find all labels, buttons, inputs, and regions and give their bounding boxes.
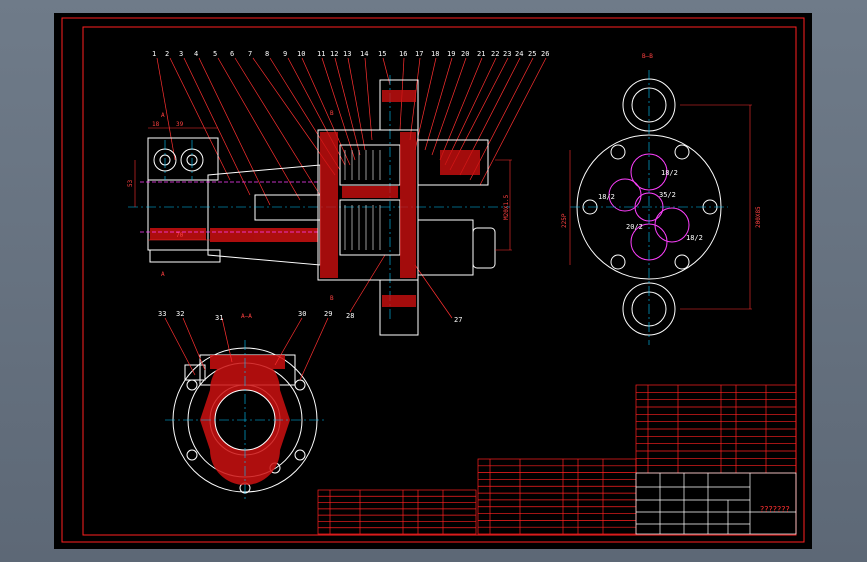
- dimension-lines: [134, 127, 512, 251]
- part-number-29: 29: [324, 310, 332, 318]
- main-view: 18 39 53 70 M20X1.5 A A B B 123456789101…: [127, 50, 549, 336]
- parts-list-middle: [477, 458, 637, 535]
- part-number-21: 21: [477, 50, 485, 58]
- leader-lines: [156, 57, 547, 319]
- dim-70: 70: [176, 232, 184, 239]
- section-marker-b-top: B: [330, 110, 334, 117]
- gearbox-hatch: [320, 90, 480, 307]
- part-number-31: 31: [215, 314, 223, 322]
- parts-list-upper: [635, 384, 797, 474]
- part-number-9: 9: [283, 50, 287, 58]
- gear-label-1: 18/2: [598, 193, 615, 201]
- section-aa-title: A—A: [241, 313, 252, 320]
- part-number-27: 27: [454, 316, 462, 324]
- dim-39: 39: [176, 121, 184, 128]
- gear-label-2: 18/2: [661, 169, 678, 177]
- part-number-33: 33: [158, 310, 166, 318]
- part-number-6: 6: [230, 50, 234, 58]
- part-number-11: 11: [317, 50, 325, 58]
- part-number-13: 13: [343, 50, 351, 58]
- paper: [54, 13, 812, 549]
- part-number-4: 4: [194, 50, 198, 58]
- part-number-18: 18: [431, 50, 439, 58]
- title-block-title: ???????: [760, 505, 790, 514]
- section-bb-view: B—B: [561, 53, 762, 345]
- outer-frame: [61, 17, 805, 543]
- part-number-1: 1: [152, 50, 156, 58]
- part-number-23: 23: [503, 50, 511, 58]
- part-number-8: 8: [265, 50, 269, 58]
- part-number-17: 17: [415, 50, 423, 58]
- section-marker-a-top: A: [161, 112, 165, 119]
- gear-label-4: 20/2: [626, 223, 643, 231]
- part-number-15: 15: [378, 50, 386, 58]
- dim-18: 18: [152, 121, 160, 128]
- part-number-25: 25: [528, 50, 536, 58]
- part-number-26: 26: [541, 50, 549, 58]
- dim-m20: M20X1.5: [503, 194, 510, 220]
- inner-frame: [82, 26, 797, 536]
- left-arm-hatch: [150, 228, 318, 242]
- part-number-28: 28: [346, 312, 354, 320]
- section-aa-view: A—A: [158, 310, 332, 500]
- title-block: [635, 472, 797, 535]
- part-number-19: 19: [447, 50, 455, 58]
- section-line: [140, 181, 320, 233]
- part-number-32: 32: [176, 310, 184, 318]
- part-number-30: 30: [298, 310, 306, 318]
- part-number-20: 20: [461, 50, 469, 58]
- part-number-10: 10: [297, 50, 305, 58]
- gear-label-5: 18/2: [686, 234, 703, 242]
- part-number-24: 24: [515, 50, 523, 58]
- part-number-7: 7: [248, 50, 252, 58]
- part-number-2: 2: [165, 50, 169, 58]
- gear-label-3: 35/2: [659, 191, 676, 199]
- part-number-5: 5: [213, 50, 217, 58]
- dim-200x85: 200X85: [755, 206, 762, 228]
- parts-list-lower: [317, 489, 477, 535]
- dim-225p: 225P: [561, 213, 568, 228]
- part-number-22: 22: [491, 50, 499, 58]
- section-bb-title: B—B: [642, 53, 653, 60]
- part-number-14: 14: [360, 50, 368, 58]
- part-number-12: 12: [330, 50, 338, 58]
- part-number-3: 3: [179, 50, 183, 58]
- dim-53: 53: [127, 179, 134, 187]
- part-number-16: 16: [399, 50, 407, 58]
- gear-teeth: [344, 150, 381, 250]
- section-marker-b-bottom: B: [330, 295, 334, 302]
- section-marker-a-bottom: A: [161, 271, 165, 278]
